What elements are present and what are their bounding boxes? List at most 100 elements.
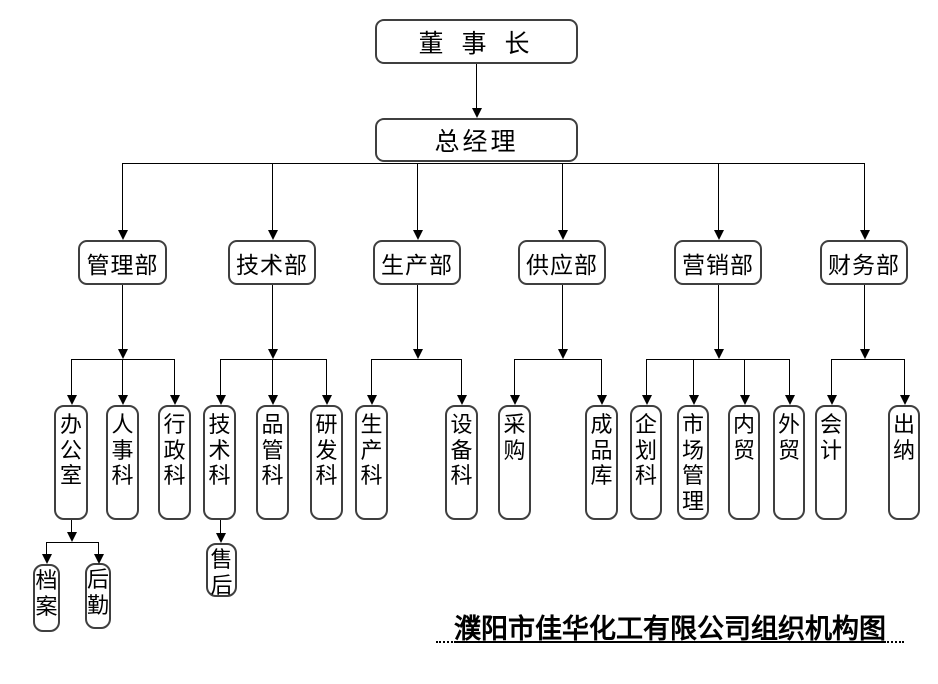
- connector-vline: [562, 285, 563, 351]
- connector-hline: [46, 542, 98, 543]
- node-finished-goods-warehouse: 成品库: [585, 405, 618, 520]
- connector-vline: [904, 359, 905, 397]
- arrow-down-icon: [321, 395, 332, 405]
- arrow-down-icon: [267, 395, 278, 405]
- connector-vline: [371, 359, 372, 397]
- node-dept-technology: 技术部: [228, 240, 316, 285]
- node-hr-section-label: 人事科: [111, 413, 134, 490]
- connector-vline: [71, 359, 72, 397]
- node-dept-management-label: 管理部: [86, 252, 159, 279]
- arrow-down-icon: [215, 533, 226, 543]
- node-dept-finance-label: 财务部: [828, 252, 900, 279]
- arrow-down-icon: [66, 532, 77, 542]
- arrow-down-icon: [826, 395, 837, 405]
- arrow-down-icon: [169, 395, 180, 405]
- arrow-down-icon: [859, 230, 870, 240]
- node-chairman-label: 董 事 长: [418, 28, 535, 58]
- arrow-down-icon: [267, 230, 278, 240]
- chart-title: 濮阳市佳华化工有限公司组织机构图: [454, 614, 886, 645]
- connector-vline: [417, 285, 418, 351]
- arrow-down-icon: [267, 349, 278, 359]
- node-admin-section: 行政科: [158, 405, 191, 520]
- connector-vline: [98, 542, 99, 556]
- node-admin-section-label: 行政科: [163, 413, 186, 490]
- connector-hline: [123, 163, 864, 164]
- connector-vline: [864, 285, 865, 351]
- node-logistics-label: 后勤: [87, 568, 110, 619]
- node-production-section: 生产科: [355, 405, 388, 520]
- connector-hline: [831, 359, 904, 360]
- node-planning-section: 企划科: [630, 405, 662, 520]
- node-archives: 档案: [33, 564, 60, 632]
- arrow-down-icon: [509, 395, 520, 405]
- node-planning-section-label: 企划科: [635, 413, 658, 490]
- node-logistics: 后勤: [85, 563, 111, 629]
- arrow-down-icon: [66, 395, 77, 405]
- node-accounting-label: 会计: [820, 413, 843, 464]
- arrow-down-icon: [41, 554, 52, 564]
- node-domestic-trade-label: 内贸: [733, 413, 756, 464]
- arrow-down-icon: [557, 230, 568, 240]
- connector-vline: [272, 163, 273, 232]
- node-equipment-section-label: 设备科: [450, 413, 473, 490]
- connector-vline: [601, 359, 602, 397]
- connector-vline: [122, 163, 123, 232]
- arrow-down-icon: [641, 395, 652, 405]
- connector-vline: [562, 163, 563, 232]
- node-qc-section: 品管科: [256, 405, 289, 520]
- node-equipment-section: 设备科: [445, 405, 478, 520]
- node-general-manager: 总经理: [375, 118, 578, 162]
- arrow-down-icon: [596, 395, 607, 405]
- connector-hline: [220, 359, 326, 360]
- connector-vline: [514, 359, 515, 397]
- arrow-down-icon: [899, 395, 910, 405]
- node-dept-production-label: 生产部: [381, 252, 453, 279]
- connector-hline: [646, 359, 789, 360]
- node-tech-section: 技术科: [203, 405, 236, 520]
- arrow-down-icon: [366, 395, 377, 405]
- node-dept-supply-label: 供应部: [526, 252, 598, 279]
- arrow-down-icon: [93, 554, 104, 564]
- connector-hline: [71, 359, 174, 360]
- title-dotted-rule: [436, 641, 904, 643]
- node-office-label: 办公室: [60, 413, 83, 490]
- connector-vline: [417, 163, 418, 232]
- connector-vline: [646, 359, 647, 397]
- connector-vline: [220, 520, 221, 535]
- node-qc-section-label: 品管科: [261, 413, 284, 490]
- arrow-down-icon: [412, 349, 423, 359]
- node-after-sales: 售后: [206, 543, 237, 599]
- arrow-down-icon: [859, 349, 870, 359]
- connector-vline: [718, 163, 719, 232]
- node-archives-label: 档案: [35, 569, 58, 620]
- connector-vline: [46, 542, 47, 556]
- connector-vline: [122, 285, 123, 351]
- connector-hline: [371, 359, 461, 360]
- connector-vline: [461, 359, 462, 397]
- node-dept-production: 生产部: [373, 240, 461, 285]
- node-rd-section: 研发科: [310, 405, 343, 520]
- connector-vline: [326, 359, 327, 397]
- node-after-sales-label: 售后: [210, 548, 233, 599]
- arrow-down-icon: [412, 230, 423, 240]
- node-dept-management: 管理部: [78, 240, 167, 285]
- connector-vline: [71, 520, 72, 534]
- arrow-down-icon: [117, 349, 128, 359]
- connector-vline: [718, 285, 719, 351]
- arrow-down-icon: [215, 395, 226, 405]
- arrow-down-icon: [117, 230, 128, 240]
- arrow-down-icon: [456, 395, 467, 405]
- node-dept-technology-label: 技术部: [236, 252, 308, 279]
- connector-vline: [864, 163, 865, 232]
- node-domestic-trade: 内贸: [728, 405, 760, 520]
- arrow-down-icon: [713, 230, 724, 240]
- connector-hline: [514, 359, 601, 360]
- connector-vline: [174, 359, 175, 397]
- node-production-section-label: 生产科: [360, 413, 383, 490]
- node-dept-finance: 财务部: [820, 240, 908, 285]
- connector-vline: [272, 285, 273, 351]
- node-market-management-label: 市场管理: [682, 413, 705, 515]
- node-rd-section-label: 研发科: [315, 413, 338, 490]
- arrow-down-icon: [713, 349, 724, 359]
